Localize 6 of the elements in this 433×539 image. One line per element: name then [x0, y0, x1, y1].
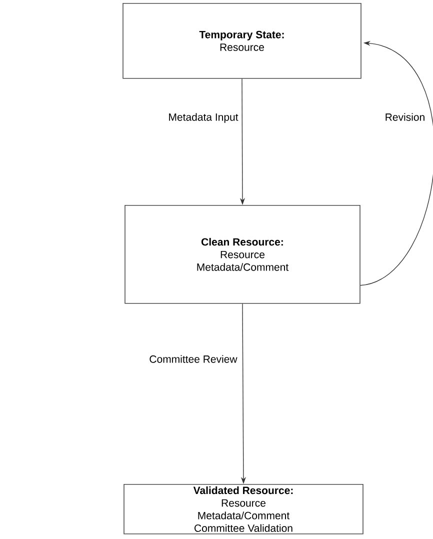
- edge-label: Committee Review: [148, 354, 239, 364]
- state-box: Temporary State: Resource: [122, 3, 362, 79]
- state-box: Clean Resource: Resource Metadata/Comment: [124, 205, 360, 304]
- edge-label: Metadata Input: [166, 112, 240, 124]
- edge-label: Revision: [383, 112, 427, 122]
- state-box: Validated Resource: Resource Metadata/Comment Committee Validation: [124, 484, 364, 534]
